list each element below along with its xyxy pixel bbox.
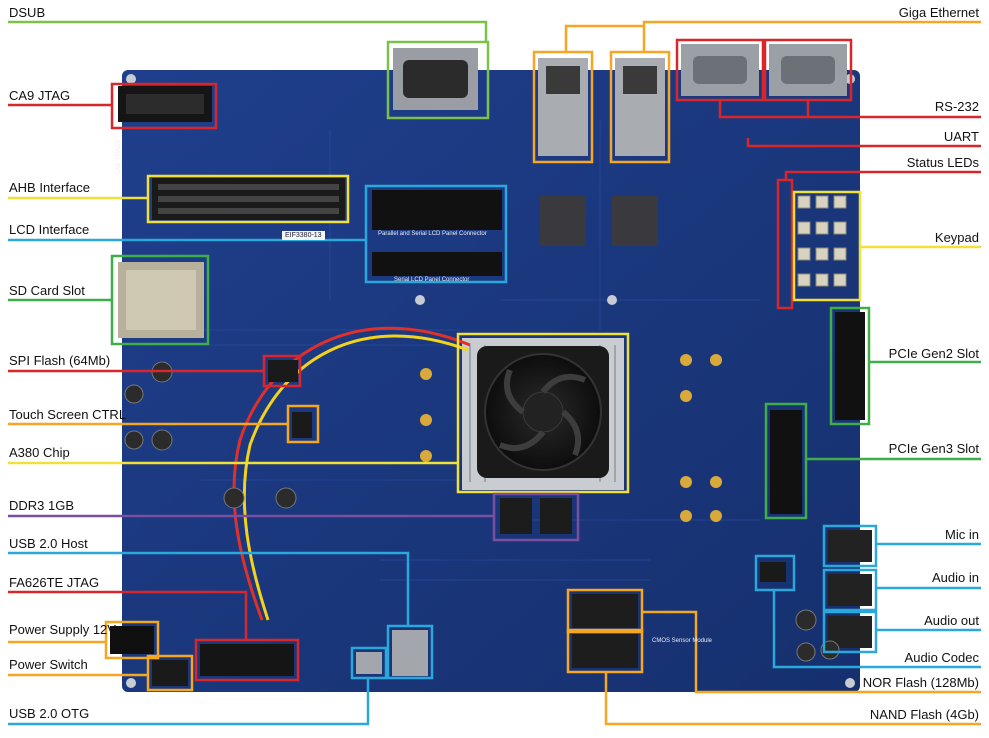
silk-cmos: CMOS Sensor Module	[652, 638, 713, 644]
label-fa626te-jtag: FA626TE JTAG	[9, 575, 100, 590]
audio-codec-chip	[760, 562, 786, 582]
fan-blades	[498, 368, 587, 457]
keypad-buttons	[797, 195, 847, 287]
spi-flash-chip	[268, 360, 298, 382]
nand-flash-chip	[572, 634, 638, 668]
pcie-gen2-slot	[835, 312, 865, 420]
label-sd-card-slot: SD Card Slot	[9, 283, 85, 298]
leader-lines-right	[532, 20, 981, 726]
label-usb-otg: USB 2.0 OTG	[9, 706, 90, 721]
mounting-holes	[126, 74, 855, 688]
capacitors	[124, 361, 840, 662]
fan-cable-red	[232, 326, 471, 621]
label-pcie-gen3: PCIe Gen3 Slot	[888, 441, 979, 456]
label-audio-out: Audio out	[924, 613, 979, 628]
usb-host-port	[392, 630, 428, 676]
board-part-number: EIF3380-13	[282, 231, 325, 240]
label-power-supply: Power Supply 12V	[9, 622, 116, 637]
lcd-connector-parallel	[372, 190, 502, 230]
fan-cable-yellow	[242, 334, 469, 621]
audio-in-jack	[828, 574, 872, 606]
label-power-switch: Power Switch	[9, 657, 88, 672]
label-dsub: DSUB	[9, 5, 46, 20]
label-mic-in: Mic in	[945, 527, 979, 542]
chip-2	[612, 196, 658, 246]
ddr3-chip-1	[500, 498, 532, 534]
label-usb-host: USB 2.0 Host	[9, 536, 88, 551]
usb-otg-port	[356, 652, 382, 674]
label-spi-flash: SPI Flash (64Mb)	[9, 353, 111, 368]
leader-lines-left	[8, 20, 630, 726]
label-a380-chip: A380 Chip	[9, 445, 70, 460]
label-uart: UART	[943, 129, 979, 144]
label-audio-in: Audio in	[932, 570, 979, 585]
power-switch-part	[152, 660, 188, 686]
label-touch-screen-ctrl: Touch Screen CTRL	[9, 407, 127, 422]
label-rs232: RS-232	[934, 99, 979, 114]
label-ca9-jtag: CA9 JTAG	[9, 88, 71, 103]
nor-flash-chip	[572, 594, 638, 628]
fa626te-jtag-header	[200, 644, 294, 676]
label-audio-codec: Audio Codec	[904, 650, 979, 665]
sma-connectors	[420, 354, 722, 522]
pcb-traces	[140, 120, 760, 581]
label-status-leds: Status LEDs	[906, 155, 979, 170]
touch-ctrl-chip	[292, 412, 312, 438]
mic-jack	[828, 530, 872, 562]
lcd-connector-serial	[372, 252, 502, 276]
pcie-gen3-slot	[770, 410, 802, 514]
label-lcd-interface: LCD Interface	[9, 222, 90, 237]
label-ahb-interface: AHB Interface	[9, 180, 90, 195]
power-jack	[110, 626, 154, 654]
label-nand-flash: NAND Flash (4Gb)	[869, 707, 979, 722]
label-ddr3: DDR3 1GB	[9, 498, 75, 513]
ahb-pins	[158, 184, 339, 214]
silk-ca9-trace: CA9_TRACE	[116, 139, 122, 175]
label-pcie-gen2: PCIe Gen2 Slot	[888, 346, 979, 361]
silk-serial-lcd: Serial LCD Panel Connector	[394, 277, 470, 283]
ddr3-chip-2	[540, 498, 572, 534]
label-nor-flash: NOR Flash (128Mb)	[862, 675, 979, 690]
label-keypad: Keypad	[934, 230, 979, 245]
chip-1	[540, 196, 586, 246]
label-giga-ethernet: Giga Ethernet	[898, 5, 979, 20]
silk-parallel-lcd: Parallel and Serial LCD Panel Connector	[378, 231, 487, 237]
